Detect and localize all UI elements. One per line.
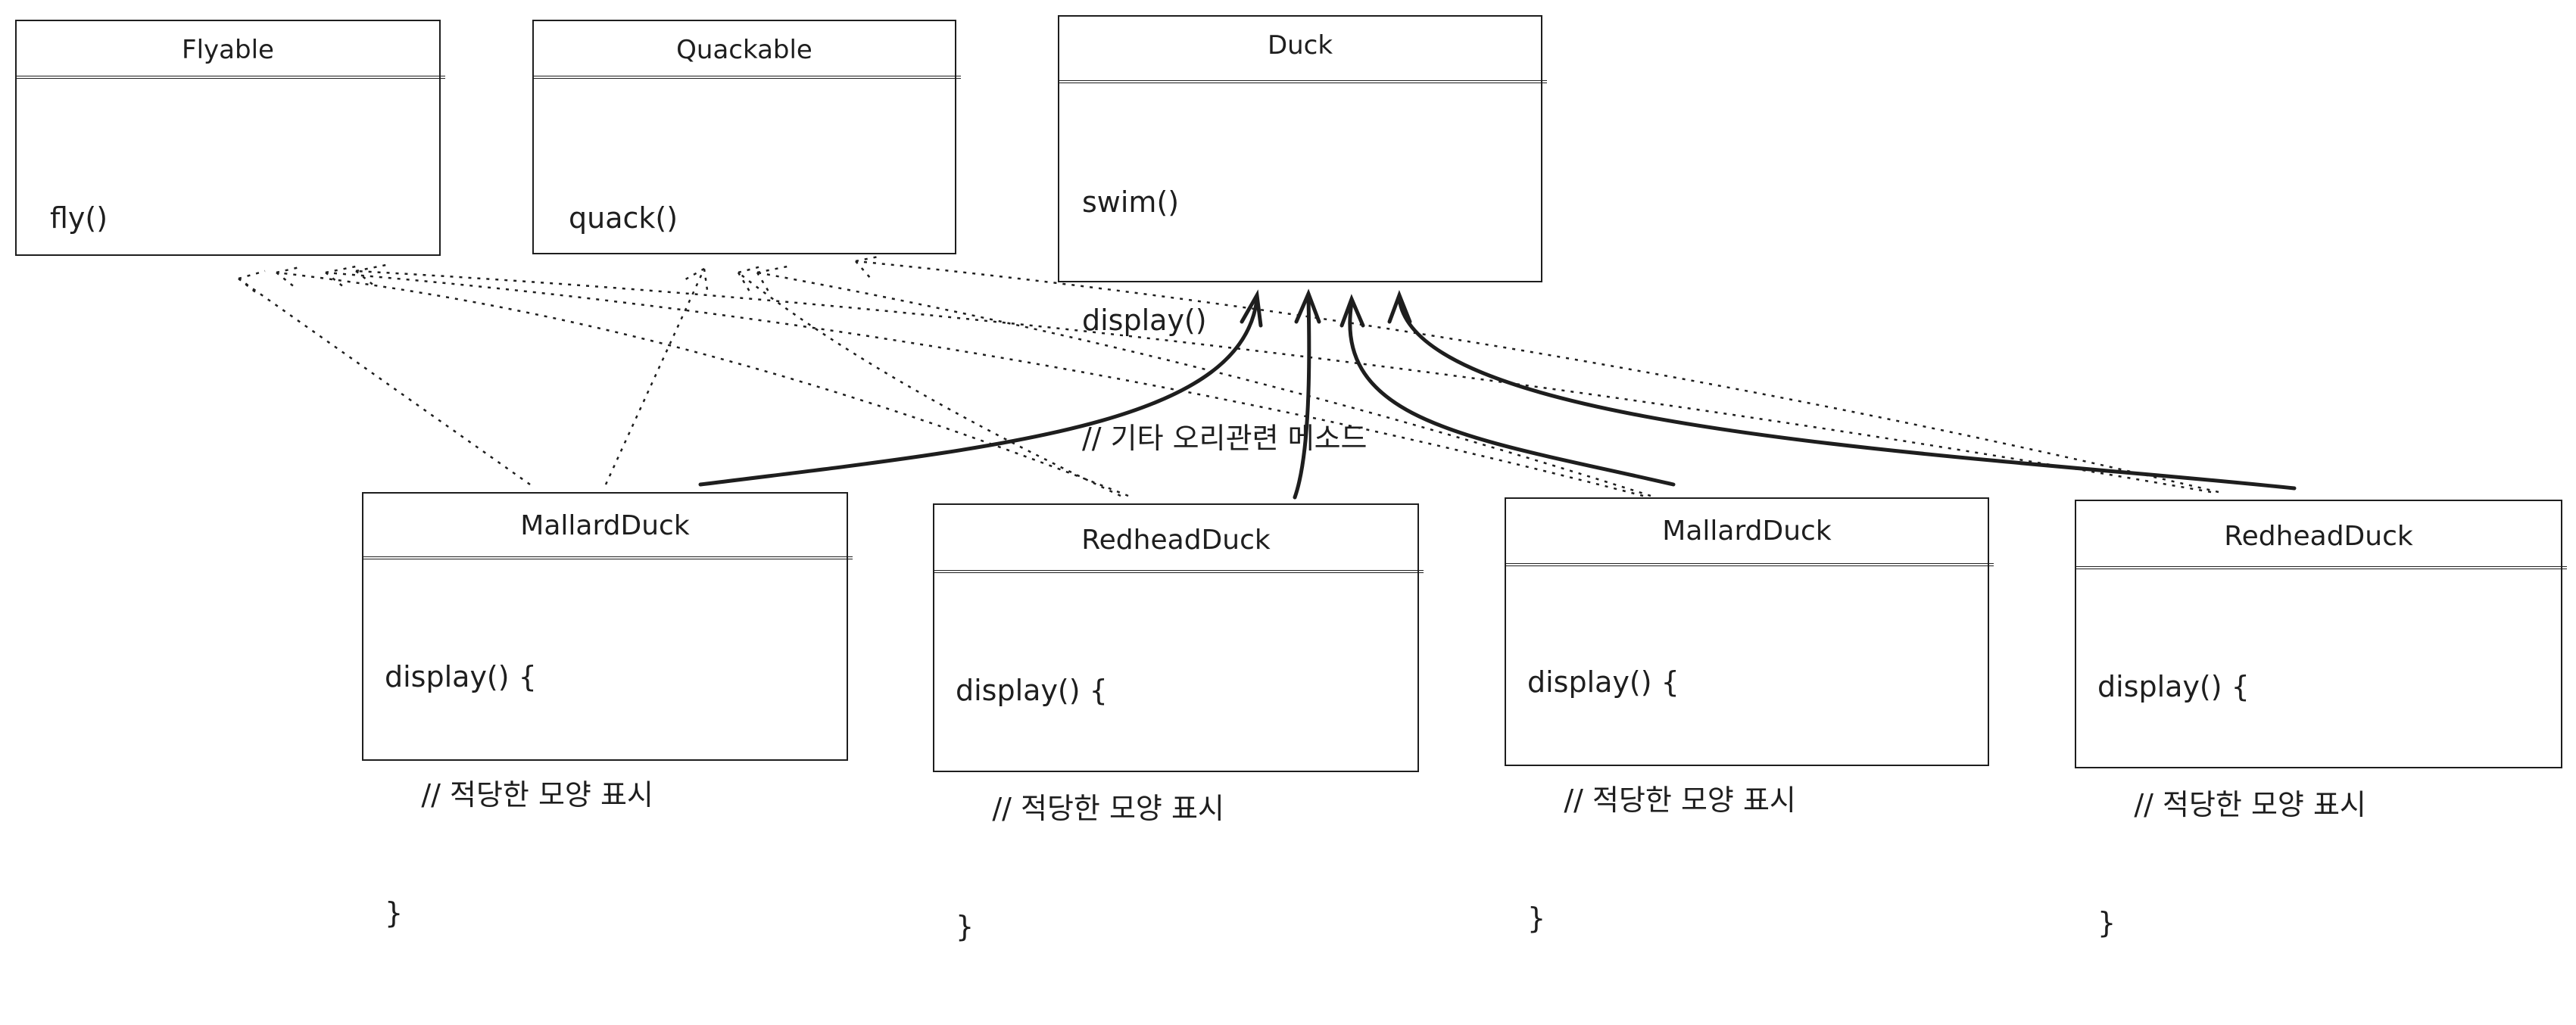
brace: } (385, 896, 404, 930)
realization-arrowhead (681, 267, 709, 296)
inheritance-links (698, 288, 2297, 500)
mallard-duck-class-box[interactable]: MallardDuck display() { // 적당한 모양 표시 } (362, 492, 853, 930)
realization-arrowhead (737, 265, 762, 292)
method: display() { (956, 674, 1108, 707)
brace: } (2097, 906, 2116, 939)
method: quack() (569, 201, 678, 235)
class-divider (362, 556, 853, 559)
class-name: RedheadDuck (2224, 521, 2413, 552)
realization-arrowhead (756, 265, 788, 292)
comment: // 적당한 모양 표시 (2097, 788, 2366, 821)
inheritance-line (1293, 297, 1311, 500)
class-name: MallardDuck (520, 510, 690, 541)
class-divider (1058, 80, 1547, 83)
redhead-duck-class-box[interactable]: RedheadDuck display() { // 적당한 모양 표시 } (933, 503, 1424, 943)
realization-arrowhead (355, 263, 387, 287)
realization-arrowhead (238, 269, 266, 294)
realization-arrowhead (855, 254, 883, 279)
redhead-duck-class-box[interactable]: RedheadDuck display() { // 적당한 모양 표시 } (2075, 500, 2567, 939)
comment: // 기타 오리관련 메소드 (1082, 422, 1368, 455)
quackable-interface-box[interactable]: Quackable quack() (532, 20, 961, 254)
realization-line (355, 269, 2212, 494)
flyable-interface-box[interactable]: Flyable fly() (15, 20, 445, 256)
comment: // 적당한 모양 표시 (956, 792, 1224, 825)
inheritance-arrowhead (1240, 289, 1263, 328)
inheritance-line (1397, 297, 2297, 491)
duck-class-box[interactable]: Duck swim() display() // 기타 오리관련 메소드 (1058, 15, 1547, 455)
brace: } (1527, 902, 1546, 935)
inheritance-line (698, 297, 1259, 487)
class-name: RedheadDuck (1081, 525, 1271, 556)
realization-line (855, 260, 2219, 494)
class-divider (2075, 566, 2567, 569)
class-divider (933, 570, 1424, 573)
method: display() (1082, 304, 1207, 337)
class-divider (1505, 563, 1994, 566)
realization-arrowhead (276, 265, 304, 288)
class-name: Quackable (676, 35, 812, 65)
inheritance-line (1348, 301, 1676, 487)
realization-line (238, 277, 531, 486)
method: display() { (385, 660, 537, 693)
class-name: Duck (1267, 30, 1333, 61)
class-name: MallardDuck (1662, 516, 1832, 547)
method: swim() (1082, 185, 1180, 219)
realization-line (604, 268, 706, 485)
class-name: Flyable (182, 35, 274, 65)
inheritance-arrowhead (1339, 294, 1365, 328)
class-divider (15, 76, 445, 79)
inheritance-arrowhead (1294, 288, 1321, 324)
brace: } (956, 910, 975, 943)
method: fly() (50, 201, 108, 235)
implementation-links (238, 254, 2219, 497)
realization-line (325, 271, 1644, 497)
method: display() { (1527, 665, 1679, 699)
inheritance-arrowhead (1387, 290, 1412, 324)
realization-arrowhead (325, 265, 357, 288)
class-divider (532, 76, 961, 79)
method: display() { (2097, 670, 2250, 703)
realization-line (738, 272, 1121, 497)
mallard-duck-class-box[interactable]: MallardDuck display() { // 적당한 모양 표시 } (1505, 497, 1994, 935)
comment: // 적당한 모양 표시 (385, 778, 653, 812)
relation-lines (238, 254, 2297, 500)
comment: // 적당한 모양 표시 (1527, 784, 1796, 817)
realization-line (276, 271, 1129, 497)
